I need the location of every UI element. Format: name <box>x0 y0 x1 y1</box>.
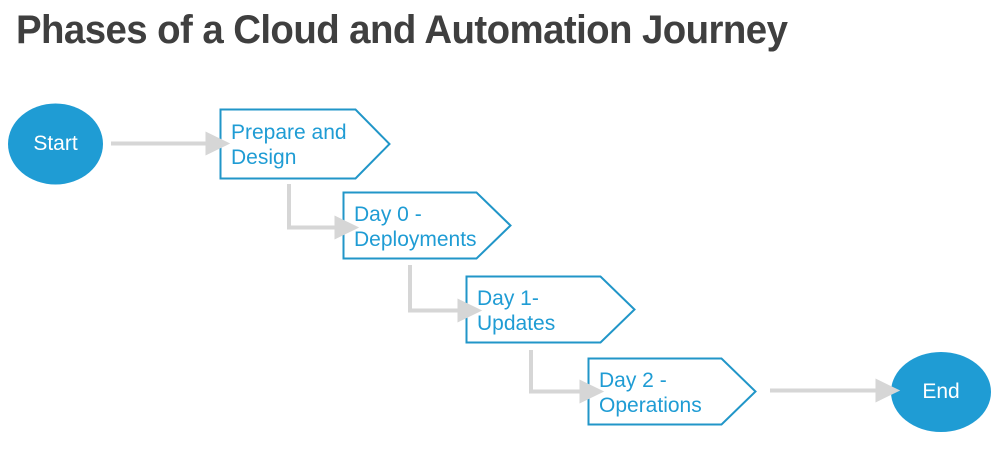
phase-label-day-1-updates-line1: Day 1- <box>477 287 539 310</box>
phase-label-prepare-and-design-line1: Prepare and <box>231 121 347 144</box>
end-node-shape[interactable] <box>891 352 991 432</box>
start-node-label: Start <box>33 132 78 155</box>
connector-day1-to-day2 <box>529 350 605 404</box>
phase-chevron-day-0-deployments[interactable] <box>342 191 512 260</box>
phase-chevron-day-1-updates[interactable] <box>465 275 636 344</box>
phase-label-prepare-and-design-line2: Design <box>231 146 297 169</box>
end-node-label: End <box>922 380 960 403</box>
connector-day0-to-day1 <box>408 265 483 323</box>
start-node-shape[interactable] <box>8 103 103 185</box>
phase-label-day-1-updates-line2: Updates <box>477 312 556 335</box>
phase-chevron-prepare-and-design[interactable] <box>219 108 391 180</box>
phase-chevron-day-2-operations[interactable] <box>587 357 757 426</box>
connector-prepare-to-day0 <box>287 184 360 240</box>
page-title: Phases of a Cloud and Automation Journey <box>16 8 788 52</box>
phase-label-day-2-operations-line1: Day 2 - <box>599 369 667 392</box>
phase-label-day-2-operations-line2: Operations <box>599 394 702 417</box>
phase-label-day-0-deployments-line1: Day 0 - <box>354 203 422 226</box>
phase-label-day-0-deployments-line2: Deployments <box>354 228 477 251</box>
